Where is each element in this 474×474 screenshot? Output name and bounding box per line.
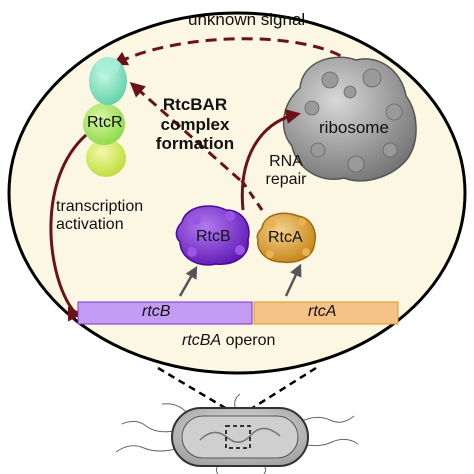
ribosome-icon [282,56,417,182]
bacterium-icon [115,393,359,474]
transcription-line2: activation [56,216,124,234]
rtcb-gene-label: rtcB [142,303,171,320]
rna-repair-line1: RNA [269,153,303,170]
rtcr-label: RtcR [87,114,123,131]
operon-label-rest: operon [221,332,276,349]
transcription-line1: transcription [56,198,144,215]
rtcb-translation-arrow [178,265,198,297]
transcription-label: transcription activation [56,198,143,235]
rtcb-gene-bar [77,301,253,325]
ribosome-label: ribosome [319,118,389,137]
complex-label-line1: RtcBAR [162,95,228,114]
rtca-protein-icon [256,212,316,264]
complex-label-line2: complex [160,114,230,134]
complex-label: RtcBAR complex formation [148,95,242,154]
zoom-line-right [245,366,317,414]
complex-label-line3: formation [155,134,235,154]
rtcr-protein-icon [83,57,127,177]
rtca-gene-label: rtcA [308,303,337,320]
rtca-protein-label: RtcA [268,229,303,246]
unknown-signal-arrow [112,37,357,68]
rtca-translation-arrow [284,263,302,297]
zoom-line-left [157,366,233,414]
rtcb-protein-icon [175,205,250,266]
rna-repair-label: RNA repair [258,153,314,190]
rtcb-protein-label: RtcB [196,228,231,245]
operon-label-italic: rtcBA [182,332,222,349]
unknown-signal-label: unknown signal [188,10,306,29]
rna-repair-line2: repair [265,171,307,189]
rna-repair-arrow [240,109,301,211]
operon-label: rtcBA operon [182,332,275,350]
rtca-gene-bar [253,301,399,325]
transcription-activation-arrow [49,133,88,322]
complex-formation-arrow [129,82,241,182]
